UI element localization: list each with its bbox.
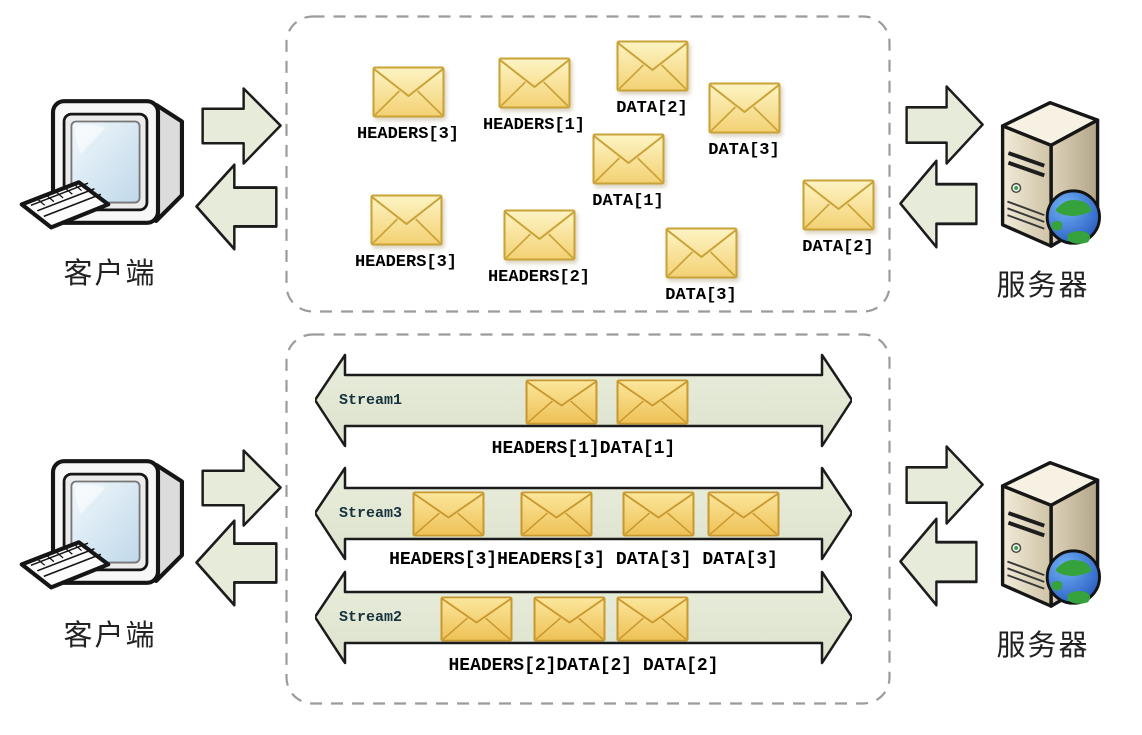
envelope-icon [412,491,485,537]
frame-item: DATA[1] [563,133,693,211]
client-label-bottom: 客户端 [63,620,157,652]
stream-row: Stream1 HEADERS[1]DATA[1] [315,353,852,467]
server-label-top: 服务器 [996,270,1090,302]
frame-label: HEADERS[1] [482,116,586,135]
frame-item: HEADERS[3] [341,194,471,272]
server-icon [990,80,1116,262]
frame-label: DATA[1] [592,192,664,211]
stream-row: Stream2 HEADERS[2]DATA[2] DATA[2] [315,570,852,684]
stream-row: Stream3 HEADERS[3]HEADERS[3] DATA[3] DAT… [315,466,852,580]
envelope-icon [498,57,571,109]
desktop-computer-icon [18,444,193,612]
arrow-right-icon [905,84,985,166]
arrow-left-icon [194,518,278,608]
envelope-icon [370,194,443,246]
frame-item: HEADERS[1] [469,57,599,135]
envelope-icon [622,491,695,537]
envelope-icon [665,227,738,279]
stream-frames-label: HEADERS[3]HEADERS[3] DATA[3] DATA[3] [389,550,778,570]
stream-frames-label: HEADERS[1]DATA[1] [491,439,676,459]
arrow-right-icon [201,448,283,528]
envelope-icon [707,491,780,537]
frame-item: HEADERS[3] [343,66,473,144]
server-icon [990,440,1116,622]
frame-item: HEADERS[2] [474,209,604,287]
stream-name: Stream1 [339,392,403,409]
frame-item: DATA[3] [679,82,809,160]
envelope-icon [616,40,689,92]
client-label-top: 客户端 [63,258,157,290]
frame-label: DATA[2] [616,99,688,118]
frame-item: DATA[2] [587,40,717,118]
arrow-left-icon [194,162,278,252]
frame-label: HEADERS[3] [354,253,458,272]
frame-label: HEADERS[3] [356,125,460,144]
arrow-right-icon [905,444,985,526]
envelope-icon [616,379,689,425]
stream-frames-label: HEADERS[2]DATA[2] DATA[2] [448,656,719,676]
stream-name: Stream2 [339,609,403,626]
frame-label: HEADERS[2] [487,268,591,287]
envelope-icon [592,133,665,185]
envelope-icon [440,596,513,642]
envelope-icon [616,596,689,642]
frame-label: DATA[3] [665,286,737,305]
arrow-left-icon [898,158,978,250]
envelope-icon [533,596,606,642]
frame-item: DATA[2] [773,179,903,257]
envelope-icon [503,209,576,261]
envelope-icon [802,179,875,231]
desktop-computer-icon [18,84,193,252]
frame-label: DATA[2] [802,238,874,257]
stream-name: Stream3 [339,505,403,522]
frame-label: DATA[3] [708,141,780,160]
arrow-right-icon [201,86,283,166]
envelope-icon [520,491,593,537]
envelope-icon [525,379,598,425]
server-label-bottom: 服务器 [996,630,1090,662]
frame-item: DATA[3] [636,227,766,305]
envelope-icon [372,66,445,118]
envelope-icon [708,82,781,134]
arrow-left-icon [898,516,978,608]
